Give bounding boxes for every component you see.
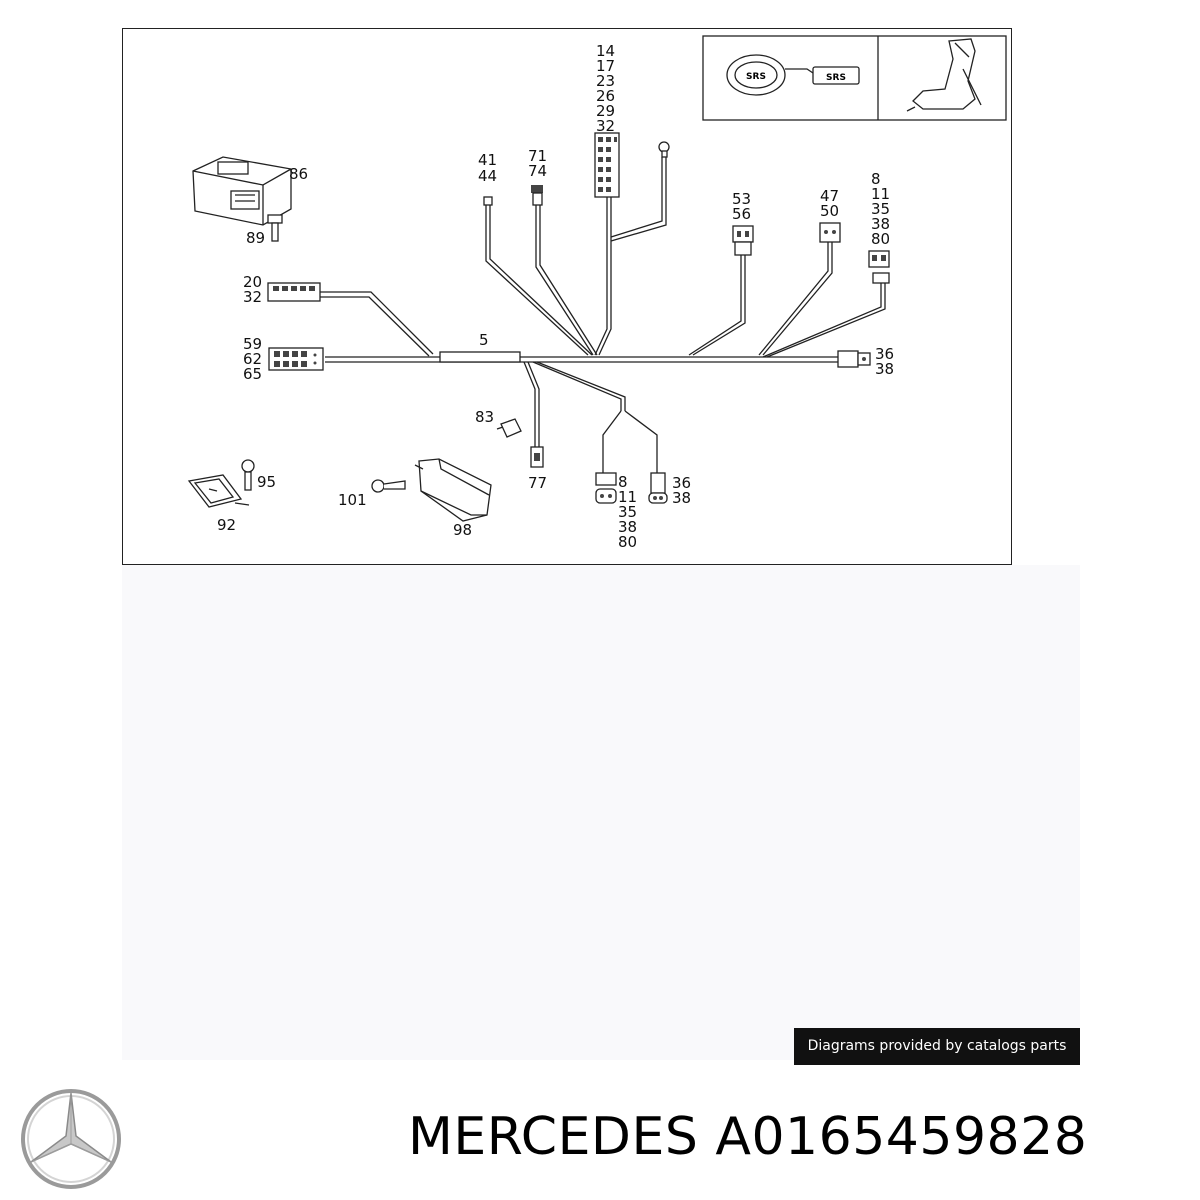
connector-71-74 — [531, 185, 543, 206]
label-77: 77 — [528, 474, 547, 492]
label-50: 50 — [820, 202, 839, 220]
brand-name: MERCEDES — [408, 1107, 699, 1167]
connector-77 — [530, 446, 544, 468]
label-32: 32 — [243, 288, 262, 306]
label-95: 95 — [257, 473, 276, 491]
part-title: MERCEDES A0165459828 — [408, 1107, 1087, 1167]
wiring-diagram: SRS SRS — [122, 28, 1012, 565]
srs-right-text: SRS — [826, 73, 846, 83]
label-89: 89 — [246, 229, 265, 247]
label-80-bottom: 80 — [618, 533, 637, 551]
label-5: 5 — [479, 331, 489, 349]
connector-20-32 — [267, 282, 321, 302]
harness-wires — [318, 157, 886, 473]
label-59: 59 — [243, 335, 262, 353]
label-101: 101 — [338, 491, 367, 509]
label-11-bottom: 11 — [618, 488, 637, 506]
label-71: 71 — [528, 147, 547, 165]
label-35-bottom: 35 — [618, 503, 637, 521]
part-number: A0165459828 — [715, 1107, 1088, 1167]
label-47: 47 — [820, 187, 839, 205]
label-20: 20 — [243, 273, 262, 291]
callout-labels: 86 89 20 32 59 62 65 5 41 44 71 74 14 17… — [217, 42, 894, 551]
label-8-top: 8 — [871, 170, 881, 188]
inset-box: SRS SRS — [702, 35, 1007, 121]
label-26: 26 — [596, 87, 615, 105]
label-92: 92 — [217, 516, 236, 534]
label-32b: 32 — [596, 117, 615, 135]
label-8-bottom: 8 — [618, 473, 628, 491]
label-38-bottom-right: 38 — [672, 489, 691, 507]
seat-icon — [906, 38, 982, 112]
label-98: 98 — [453, 521, 472, 539]
label-29: 29 — [596, 102, 615, 120]
module-98 — [414, 458, 492, 522]
label-38-bottom: 38 — [618, 518, 637, 536]
label-44: 44 — [478, 167, 497, 185]
connector-41-44 — [483, 196, 493, 206]
label-17: 17 — [596, 57, 615, 75]
connector-8-11-35-38-80-top — [868, 250, 890, 284]
label-11-top: 11 — [871, 185, 890, 203]
label-56: 56 — [732, 205, 751, 223]
srs-steering-wheel-icon: SRS SRS — [726, 54, 860, 96]
label-83: 83 — [475, 408, 494, 426]
label-36-bottom: 36 — [672, 474, 691, 492]
connector-36-38-right — [837, 350, 871, 368]
label-38-right: 38 — [875, 360, 894, 378]
connector-59-62-65 — [268, 347, 324, 371]
connector-36-38-bottom — [648, 472, 668, 504]
ring-terminal — [658, 141, 670, 158]
mercedes-star-logo-icon — [21, 1089, 121, 1189]
label-74: 74 — [528, 162, 547, 180]
connector-8-11-35-38-80-bottom — [595, 472, 617, 504]
srs-left-text: SRS — [746, 72, 766, 82]
label-80-top: 80 — [871, 230, 890, 248]
connector-53-56 — [732, 225, 754, 256]
connector-47-50 — [819, 222, 841, 243]
label-86: 86 — [289, 165, 308, 183]
bracket-92-95 — [187, 459, 255, 508]
screw-101 — [371, 479, 406, 493]
credit-badge: Diagrams provided by catalogs parts — [794, 1028, 1080, 1065]
label-35-top: 35 — [871, 200, 890, 218]
clip-83 — [496, 418, 522, 438]
connector-86-module — [192, 156, 292, 226]
label-38-top: 38 — [871, 215, 890, 233]
bolt-89 — [267, 214, 283, 242]
label-23: 23 — [596, 72, 615, 90]
label-41: 41 — [478, 151, 497, 169]
label-14: 14 — [596, 42, 615, 60]
label-53: 53 — [732, 190, 751, 208]
label-65: 65 — [243, 365, 262, 383]
label-62: 62 — [243, 350, 262, 368]
connector-14-block — [594, 132, 620, 198]
label-36-right: 36 — [875, 345, 894, 363]
image-background — [122, 565, 1080, 1060]
harness-sleeve-5 — [439, 351, 521, 363]
